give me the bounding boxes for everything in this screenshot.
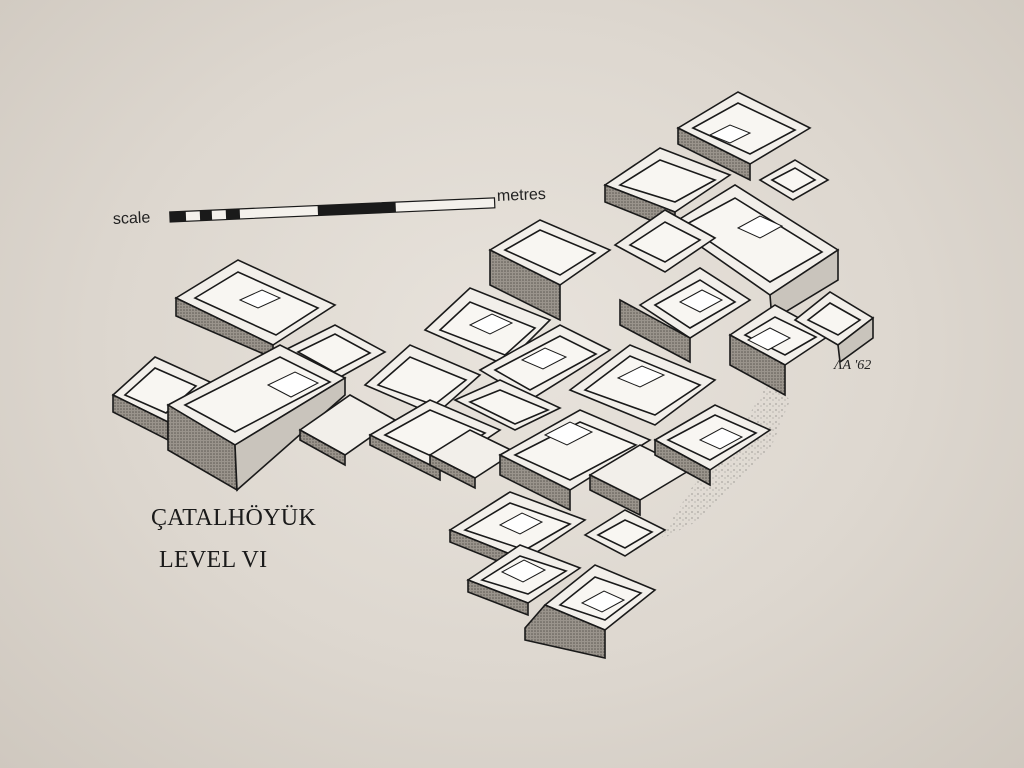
room: [363, 344, 482, 416]
level-title: LEVEL VI: [159, 547, 268, 573]
room: [453, 379, 562, 431]
room: [603, 147, 732, 232]
site-title: ÇATALHÖYÜK: [151, 505, 317, 531]
room: [298, 394, 397, 467]
room: [488, 219, 612, 322]
room: [676, 91, 812, 182]
rooms: [111, 91, 875, 659]
room: [758, 159, 830, 201]
artist-signature: ΛΑ '62: [834, 358, 872, 373]
room: [613, 209, 717, 273]
room-platforms: [238, 124, 792, 613]
room: [583, 509, 667, 557]
room: [793, 291, 875, 364]
room: [498, 409, 652, 512]
room: [668, 184, 840, 322]
